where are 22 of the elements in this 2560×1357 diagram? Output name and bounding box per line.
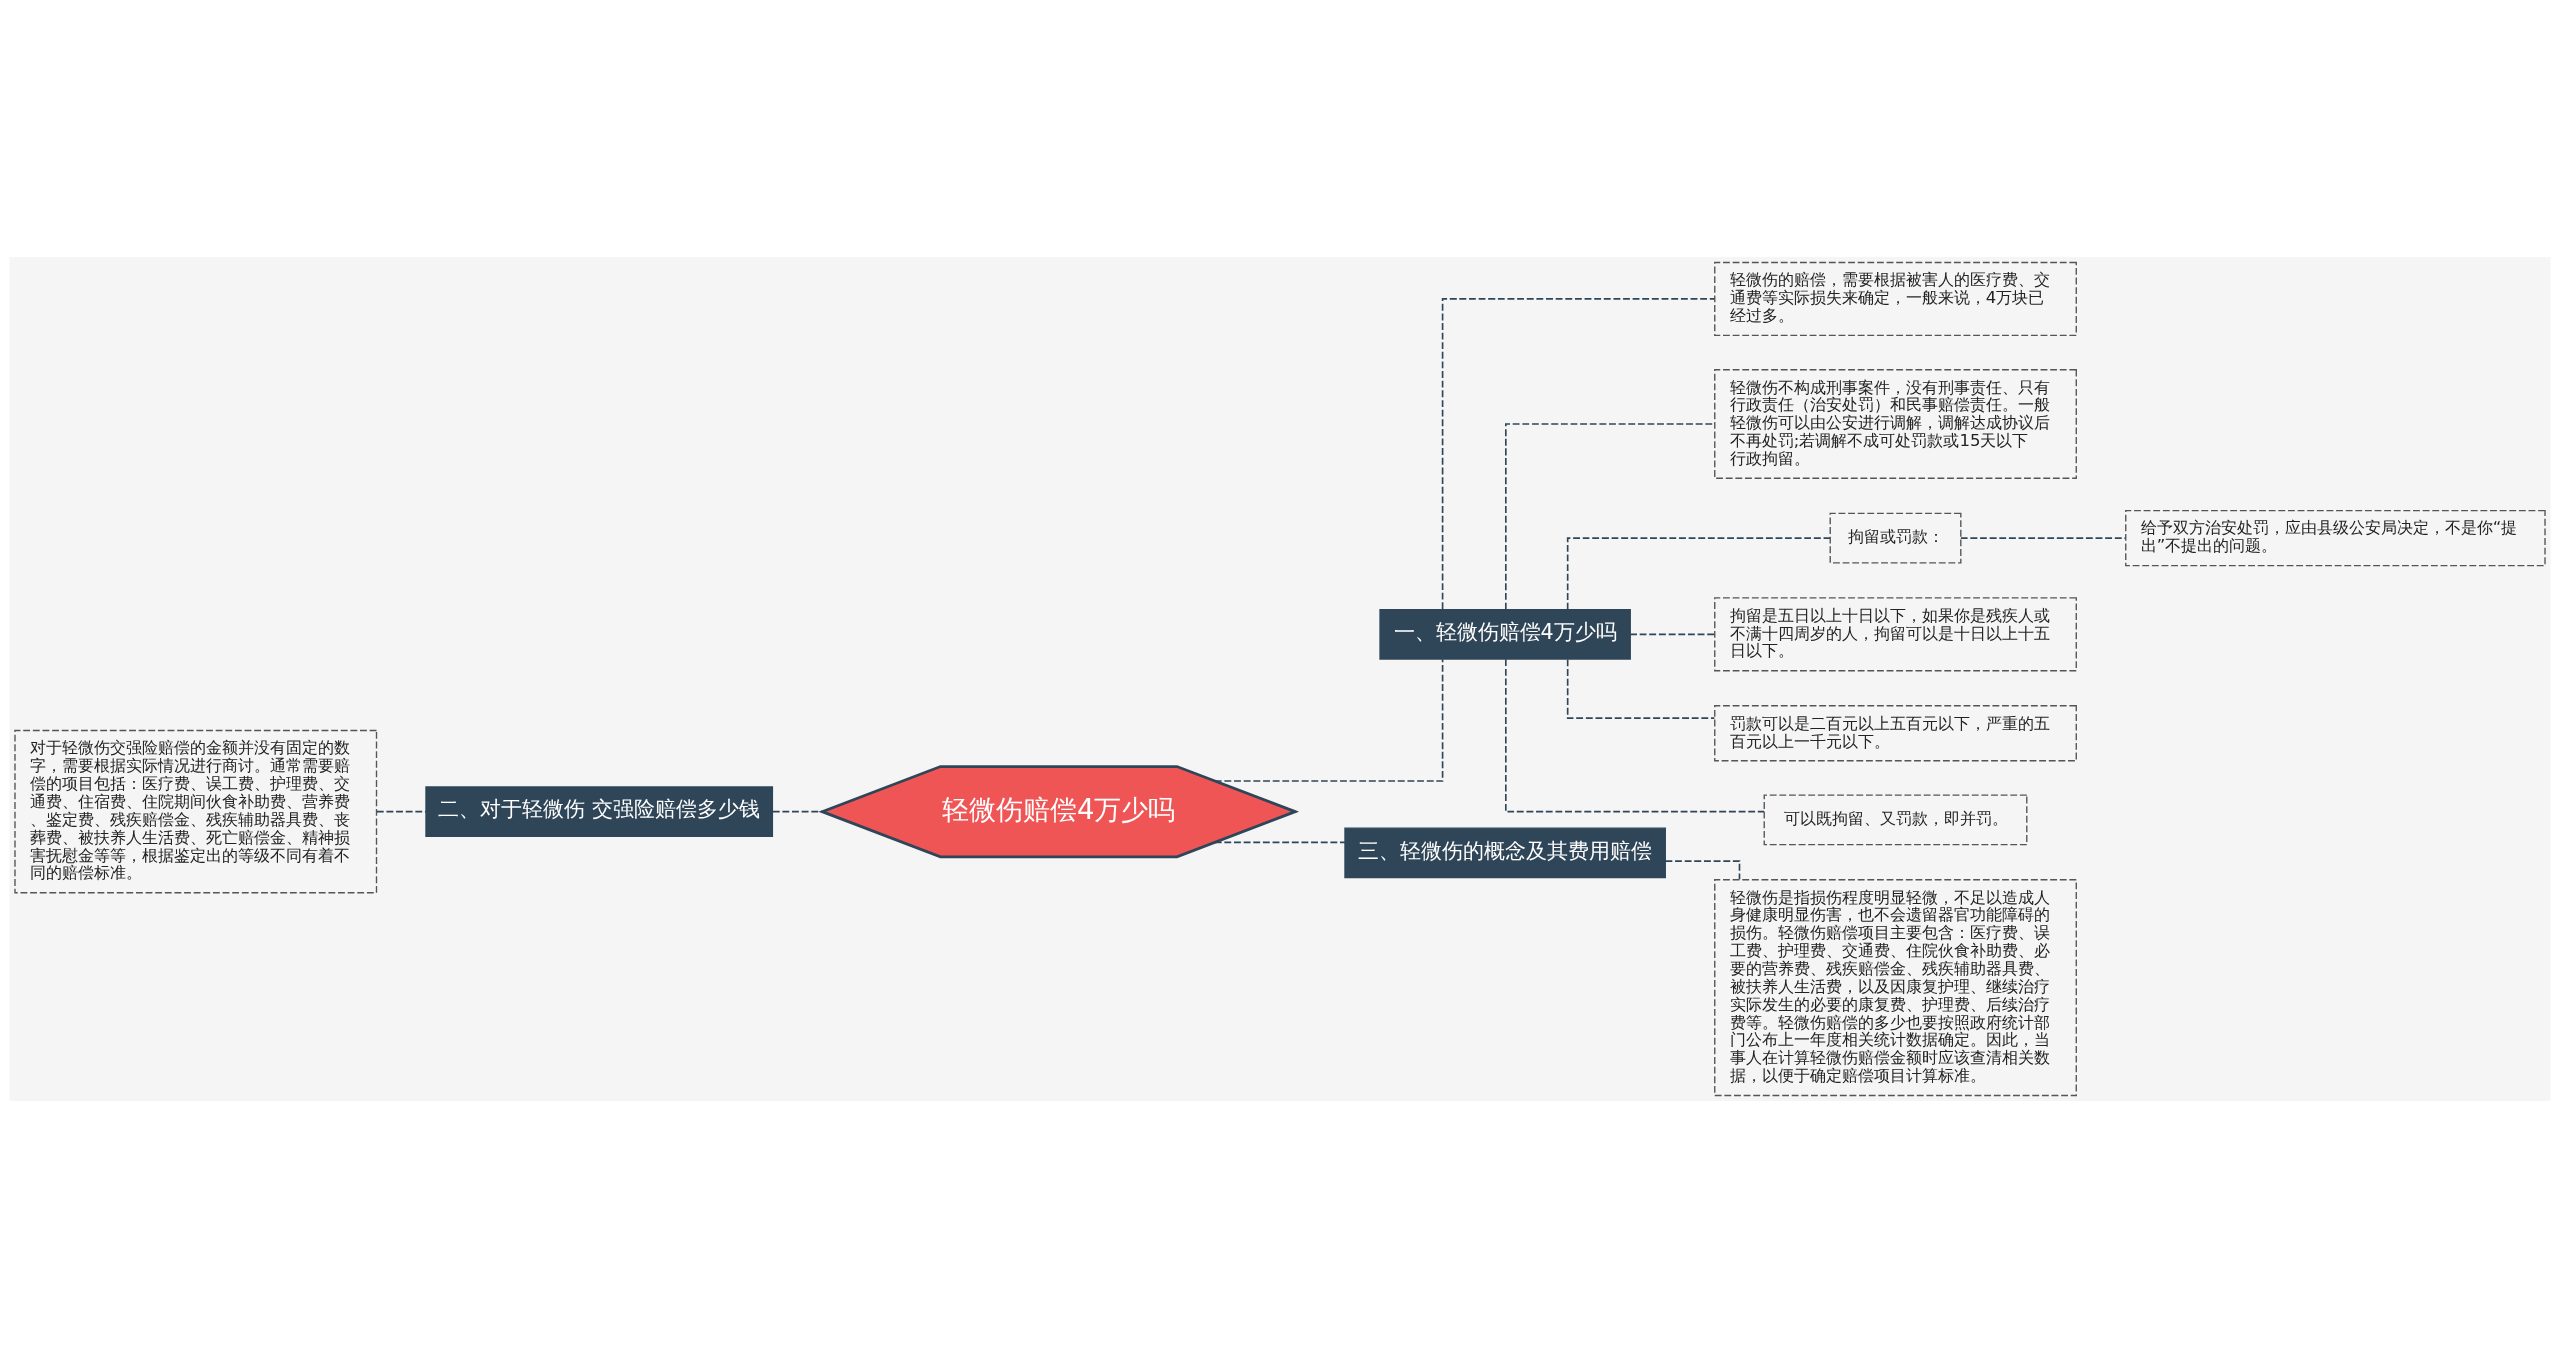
node-box: 轻微伤的赔偿，需要根据被害人的医疗费、交通费等实际损失来确定，一般来说，4万块已经过多。	[1714, 261, 2077, 336]
node-box: 对于轻微伤交强险赔偿的金额并没有固定的数字，需要根据实际情况进行商讨。通常需要赔偿的项目包括：医疗费、误工费、护理费、交通费、住宿费、住院期间伙食补助费、营养费、鉴定费、残疾赔偿金、残疾辅助器具费、丧葬费、被扶养人生活费、死亡赔偿金、精神损害抚慰金等等，根据鉴定出的等级不同有着不同的赔偿标准。	[14, 729, 378, 893]
node-box: 罚款可以是二百元以上五百元以下，严重的五百元以上一千元以下。	[1714, 704, 2077, 761]
connector	[1629, 633, 1716, 635]
connector	[772, 810, 823, 812]
connector	[1960, 536, 2127, 539]
connector	[1566, 658, 1716, 719]
node-box: 拘留是五日以上十日以下，如果你是残疾人或不满十四周岁的人，拘留可以是十日以上十五日以下。	[1714, 596, 2077, 671]
connector	[1566, 536, 1831, 610]
connector	[1214, 657, 1444, 782]
connector	[1441, 297, 1716, 610]
node-box: 一、轻微伤赔偿4万少吗	[1379, 608, 1631, 660]
connector	[1214, 841, 1346, 843]
node-box: 二、对于轻微伤 交强险赔偿多少钱	[425, 785, 774, 837]
connector	[1505, 658, 1765, 812]
node-box: 轻微伤不构成刑事案件，没有刑事责任、只有行政责任（治安处罚）和民事赔偿责任。一般轻微伤可以由公安进行调解，调解达成协议后不再处罚;若调解不成可处罚款或15天以下行政拘留。	[1714, 368, 2077, 479]
node-box: 轻微伤是指损伤程度明显轻微，不足以造成人身健康明显伤害，也不会遗留器官功能障碍的损伤。轻微伤赔偿项目主要包含：医疗费、误工费、护理费、交通费、住院伙食补助费、必要的营养费、残疾赔偿金、残疾辅助器具费、被扶养人生活费，以及因康复护理、继续治疗实际发生的必要的康复费、护理费、后续治疗费等。轻微伤赔偿的多少也要按照政府统计部门公布上一年度相关统计数据确定。因此，当事人在计算轻微伤赔偿金额时应该查清相关数据，以便于确定赔偿项目计算标准。	[1714, 878, 2077, 1096]
connector	[376, 810, 427, 812]
node-box: 拘留或罚款：	[1829, 512, 1962, 564]
node-box: 给予双方治安处罚，应由县级公安局决定，不是你“提出”不提出的问题。	[2125, 509, 2546, 566]
node-box: 可以既拘留、又罚款，即并罚。	[1763, 793, 2028, 845]
node-box: 三、轻微伤的概念及其费用赔偿	[1344, 826, 1666, 878]
